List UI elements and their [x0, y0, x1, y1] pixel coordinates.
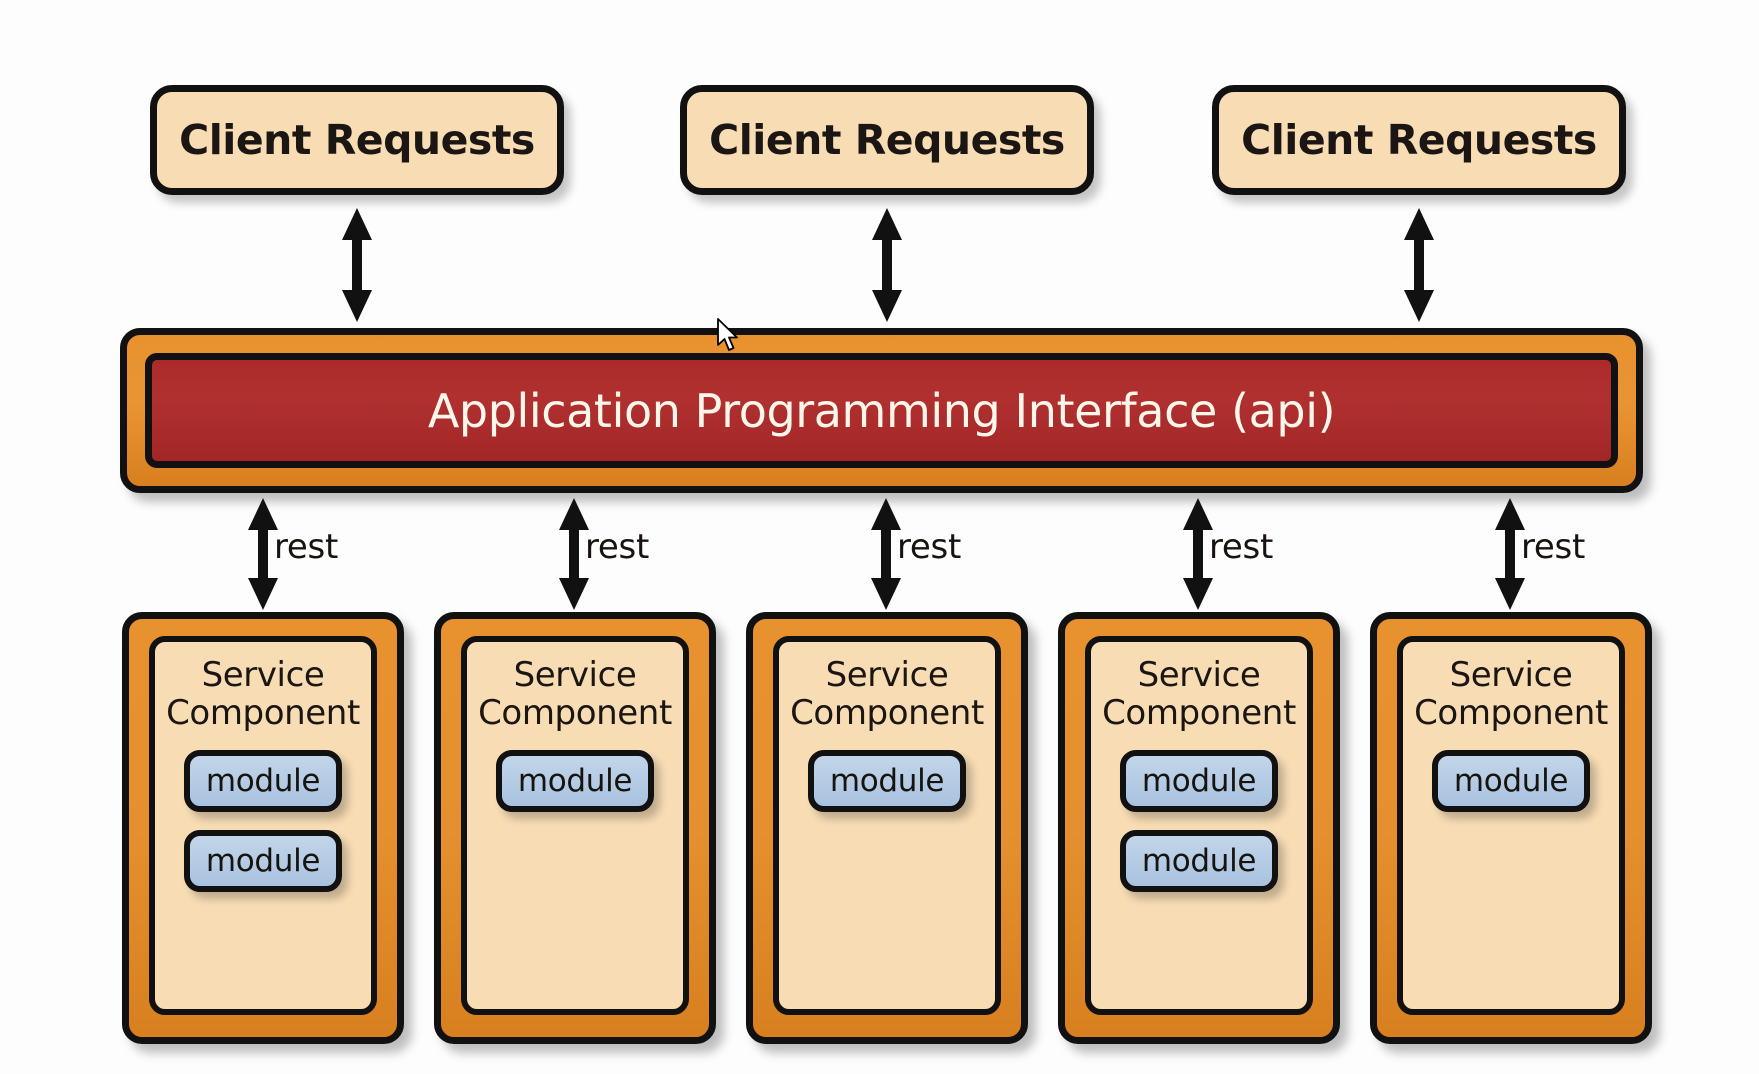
client-requests-box-1[interactable]: Client Requests: [150, 85, 564, 195]
service-component-inner: Service Component module: [773, 636, 1001, 1015]
module-label: module: [205, 843, 321, 880]
api-frame: Application Programming Interface (api): [120, 328, 1643, 493]
api-service-arrow-5: [1495, 498, 1525, 610]
service-title-line2: Component: [790, 693, 984, 734]
module-label: module: [1141, 843, 1257, 880]
service-component-5[interactable]: Service Component module: [1370, 612, 1652, 1044]
service-component-inner: Service Component module module: [149, 636, 377, 1015]
client-api-arrow-2: [872, 208, 902, 322]
module-chip[interactable]: module: [1120, 830, 1278, 893]
service-title-line2: Component: [1414, 693, 1608, 734]
service-component-inner: Service Component module: [1397, 636, 1625, 1015]
service-component-inner: Service Component module module: [1085, 636, 1313, 1015]
service-component-title: Service Component: [1414, 656, 1608, 732]
client-requests-label: Client Requests: [179, 116, 535, 164]
api-label: Application Programming Interface (api): [427, 383, 1336, 438]
client-requests-label: Client Requests: [709, 116, 1065, 164]
rest-label-4: rest: [1209, 527, 1273, 567]
module-label: module: [829, 763, 945, 800]
service-title-line2: Component: [166, 693, 360, 734]
rest-label-1: rest: [274, 527, 338, 567]
service-title-line1: Service: [1449, 655, 1573, 695]
service-component-2[interactable]: Service Component module: [434, 612, 716, 1044]
rest-label-2: rest: [585, 527, 649, 567]
api-service-arrow-4: [1183, 498, 1213, 610]
service-title-line2: Component: [1102, 693, 1296, 734]
api-service-arrow-3: [871, 498, 901, 610]
api-service-arrow-2: [559, 498, 589, 610]
service-title-line1: Service: [825, 655, 949, 695]
client-api-arrow-3: [1404, 208, 1434, 322]
rest-label-5: rest: [1521, 527, 1585, 567]
api-bar[interactable]: Application Programming Interface (api): [145, 353, 1618, 468]
service-component-4[interactable]: Service Component module module: [1058, 612, 1340, 1044]
module-label: module: [205, 763, 321, 800]
module-chip[interactable]: module: [1432, 750, 1590, 813]
service-component-3[interactable]: Service Component module: [746, 612, 1028, 1044]
module-chip[interactable]: module: [184, 750, 342, 813]
service-component-title: Service Component: [166, 656, 360, 732]
service-component-1[interactable]: Service Component module module: [122, 612, 404, 1044]
module-label: module: [1141, 763, 1257, 800]
module-label: module: [1453, 763, 1569, 800]
module-label: module: [517, 763, 633, 800]
service-title-line1: Service: [201, 655, 325, 695]
client-requests-label: Client Requests: [1241, 116, 1597, 164]
client-requests-box-3[interactable]: Client Requests: [1212, 85, 1626, 195]
service-component-title: Service Component: [478, 656, 672, 732]
service-component-inner: Service Component module: [461, 636, 689, 1015]
service-title-line2: Component: [478, 693, 672, 734]
api-service-arrow-1: [248, 498, 278, 610]
module-chip[interactable]: module: [496, 750, 654, 813]
rest-label-3: rest: [897, 527, 961, 567]
service-title-line1: Service: [513, 655, 637, 695]
service-component-title: Service Component: [1102, 656, 1296, 732]
service-title-line1: Service: [1137, 655, 1261, 695]
module-chip[interactable]: module: [184, 830, 342, 893]
client-api-arrow-1: [342, 208, 372, 322]
module-chip[interactable]: module: [1120, 750, 1278, 813]
service-component-title: Service Component: [790, 656, 984, 732]
module-chip[interactable]: module: [808, 750, 966, 813]
client-requests-box-2[interactable]: Client Requests: [680, 85, 1094, 195]
